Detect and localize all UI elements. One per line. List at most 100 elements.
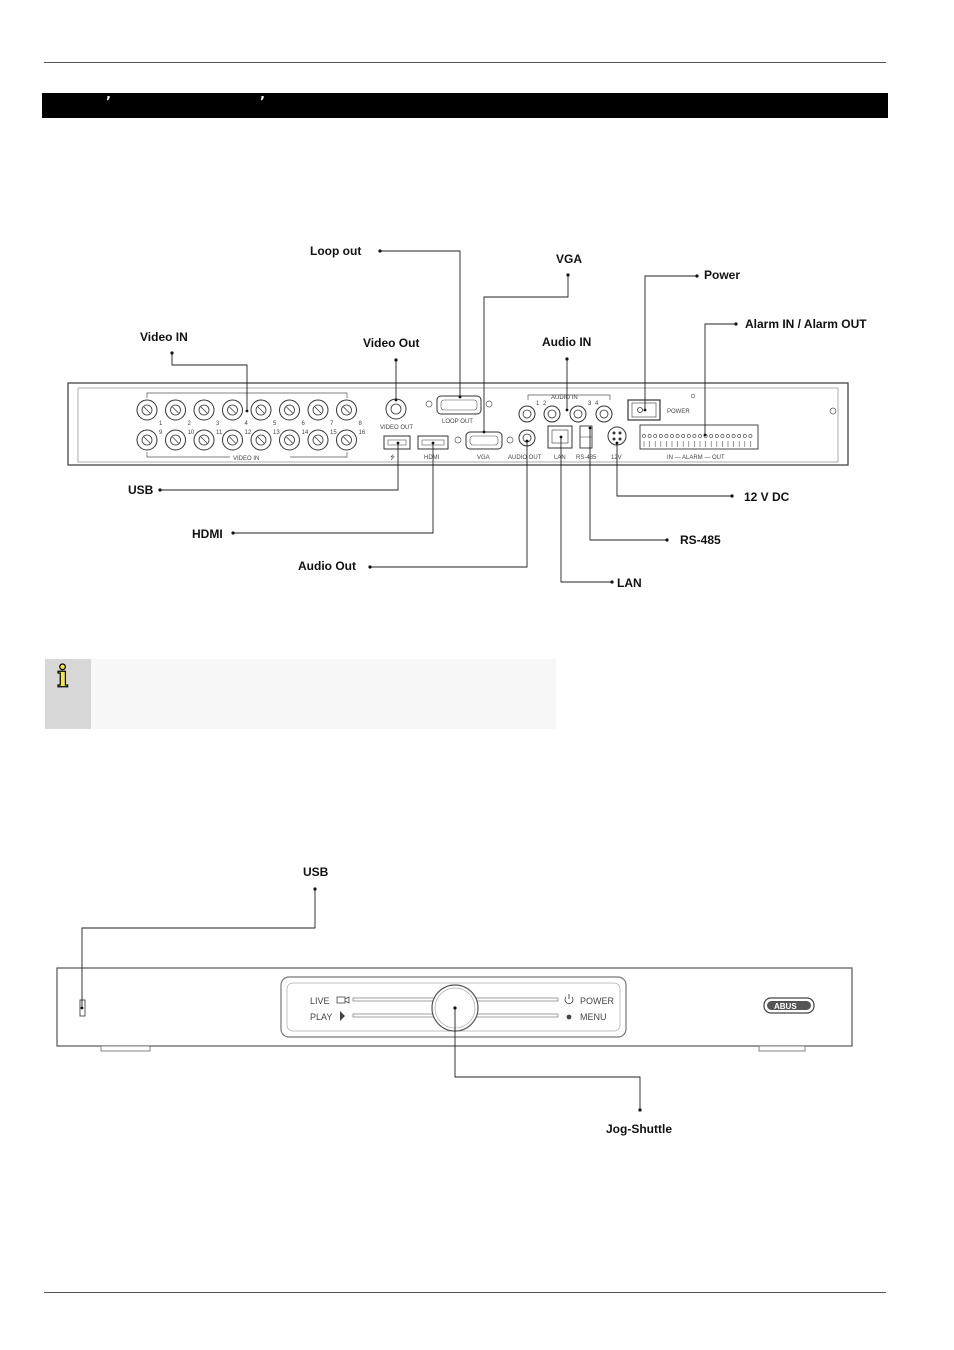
video-in-number: 2 xyxy=(188,421,192,427)
leader-lan xyxy=(560,437,612,583)
video-in-number: 4 xyxy=(245,421,249,427)
screw-5 xyxy=(829,407,837,415)
leader-audio-out xyxy=(370,441,528,568)
rear-inner-panel xyxy=(77,387,839,463)
hdmi-printed-label: HDMI xyxy=(424,455,440,461)
leader-usb xyxy=(160,443,399,491)
vga-printed-label: VGA xyxy=(477,455,490,461)
audio-in-jack xyxy=(595,405,613,423)
leader-dots xyxy=(158,249,738,584)
callout-hdmi: HDMI xyxy=(192,527,223,541)
audio-in-num-2: 2 xyxy=(543,401,547,407)
alarm-pin xyxy=(742,434,747,438)
loop-out-connector xyxy=(436,395,482,415)
leader-dc12v xyxy=(616,443,732,497)
alarm-pin xyxy=(692,434,697,438)
video-in-number: 6 xyxy=(302,421,306,427)
leader-hdmi xyxy=(233,443,434,534)
screw-2 xyxy=(485,400,493,408)
leader-alarm xyxy=(704,323,736,435)
callout-jog-shuttle: Jog-Shuttle xyxy=(606,1122,672,1136)
alarm-pin xyxy=(647,434,652,438)
power-icon xyxy=(564,994,574,1005)
alarm-pin xyxy=(726,434,730,438)
leader-vga xyxy=(483,275,569,432)
live-label: LIVE xyxy=(310,996,330,1006)
audio-in-num-1: 1 xyxy=(536,401,540,407)
screw-1 xyxy=(425,400,433,408)
alarm-pin xyxy=(748,434,753,438)
abus-logo-text: ABUS xyxy=(774,1002,797,1011)
header-mark-1: ’ xyxy=(106,95,111,110)
audio-in-connectors xyxy=(518,405,613,423)
video-in-number: 10 xyxy=(188,430,195,436)
info-note-box: i xyxy=(45,659,556,729)
header-mark-2: ’ xyxy=(260,95,265,110)
video-in-number: 15 xyxy=(330,430,337,436)
leader-front-usb xyxy=(81,889,316,1008)
audio-in-num-4: 4 xyxy=(595,401,599,407)
leader-jog-shuttle xyxy=(454,1008,641,1110)
alarm-pin xyxy=(642,434,646,438)
leader-loop-out xyxy=(380,250,461,397)
alarm-printed-label: IN — ALARM — OUT xyxy=(667,455,725,461)
audio-out-printed-label: AUDIO OUT xyxy=(508,455,542,461)
callout-12v-dc: 12 V DC xyxy=(744,490,790,504)
alarm-pin xyxy=(731,434,736,438)
audio-in-printed-label: AUDIO IN xyxy=(551,395,578,401)
lan-printed-label: LAN xyxy=(554,455,566,461)
callout-audio-out: Audio Out xyxy=(298,559,356,573)
section-header-bar: ’ ’ xyxy=(42,93,888,118)
alarm-pin xyxy=(658,434,663,438)
alarm-pin xyxy=(675,434,680,438)
usb-icon: ⭍ xyxy=(390,453,395,461)
rs485-printed-label: RS-485 xyxy=(576,455,597,461)
alarm-terminal-pins xyxy=(642,434,753,447)
audio-in-jack xyxy=(518,405,536,423)
info-icon: i xyxy=(45,659,91,729)
alarm-pin xyxy=(737,434,742,438)
audio-in-jack xyxy=(543,405,561,423)
callout-loop-out: Loop out xyxy=(310,244,362,258)
audio-in-jack xyxy=(569,405,587,423)
callout-lan: LAN xyxy=(617,576,642,590)
video-in-number: 14 xyxy=(302,430,309,436)
play-label: PLAY xyxy=(310,1012,332,1022)
callout-video-out: Video Out xyxy=(363,336,420,350)
leader-lines xyxy=(160,250,736,583)
menu-label: MENU xyxy=(580,1012,607,1022)
alarm-pin xyxy=(714,434,719,438)
power-printed-label: POWER xyxy=(667,409,690,415)
callout-vga: VGA xyxy=(556,252,583,266)
leader-rs485 xyxy=(589,428,667,541)
alarm-pin xyxy=(681,434,686,438)
ground-hole xyxy=(690,393,696,399)
video-out-connector-inner xyxy=(390,403,402,415)
alarm-pin xyxy=(698,434,702,438)
video-in-bracket-bottom xyxy=(146,452,348,458)
camera-icon xyxy=(336,996,346,1004)
front-foot-left xyxy=(100,1045,151,1052)
alarm-pin xyxy=(664,434,669,438)
play-icon xyxy=(340,1011,345,1021)
leader-power xyxy=(644,275,697,410)
alarm-pin xyxy=(653,434,658,438)
leader-video-in xyxy=(171,353,248,411)
callout-audio-in: Audio IN xyxy=(542,335,592,349)
power-label: POWER xyxy=(580,996,615,1006)
video-in-number: 1 xyxy=(159,421,163,427)
alarm-pin xyxy=(670,434,674,438)
alarm-pin xyxy=(720,434,725,438)
callout-video-in: Video IN xyxy=(140,330,188,344)
video-in-number: 11 xyxy=(216,430,223,436)
video-in-number: 5 xyxy=(273,421,277,427)
audio-in-num-3: 3 xyxy=(588,401,592,407)
bottom-rule xyxy=(44,1292,886,1293)
loop-out-printed-label: LOOP OUT xyxy=(442,419,473,425)
front-leader-lines xyxy=(81,889,641,1110)
video-in-printed-label: VIDEO IN xyxy=(233,456,259,462)
